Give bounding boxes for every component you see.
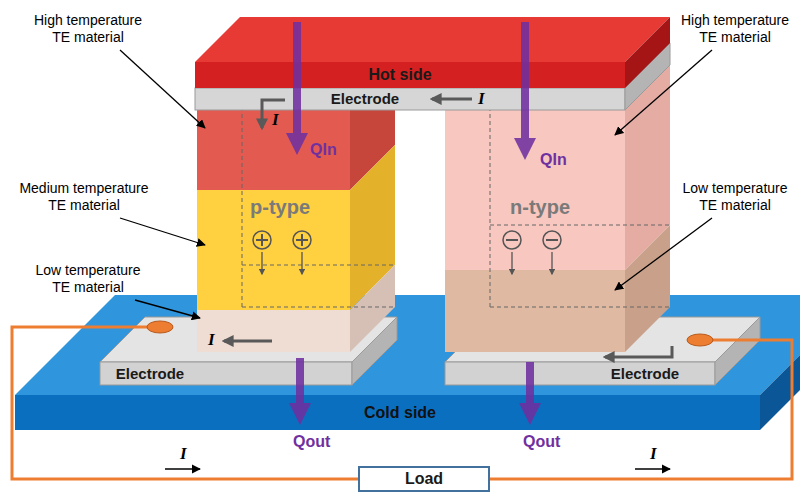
node-label: n-type [510,195,570,219]
electron-symbol [506,239,518,241]
electron-symbol [543,231,561,249]
leader-lines [120,50,712,318]
electrode-front [195,88,625,110]
current-direction-arrow [635,468,670,469]
hot-plate-front [195,62,625,88]
heat-arrow [293,22,301,135]
node-label: Electrode [611,365,679,383]
hidden-edge [242,265,395,266]
current-direction-arrow [165,468,200,469]
carrier-arrow [261,252,262,274]
heat-arrows [286,22,541,425]
load-box: Load [358,466,490,492]
heat-arrow-head [519,403,541,425]
carrier-arrow [511,252,512,274]
current-label: I [272,110,279,130]
current-arrow [432,98,472,101]
electrode-plate: Electrode [445,317,760,385]
hot-plate: Hot side [195,17,670,88]
carrier-arrow [301,252,302,274]
hole-symbol [293,231,311,249]
material-callout: High temperature TE material [676,12,794,46]
node-label: Cold side [364,403,436,422]
cold-plate-side [760,295,800,430]
heat-arrow-head [286,133,308,155]
cold-plate-front [15,395,760,430]
hole-symbol [256,234,268,246]
leader-line [120,50,205,128]
hidden-edge [242,307,395,308]
heat-label: Qout [293,432,330,451]
high-temp-segment [197,110,350,190]
wire-connector [12,327,358,479]
heat-arrow-head [514,138,536,160]
heat-arrow [526,362,534,405]
leader-line [615,50,712,135]
wire-connector [490,340,792,479]
electron-symbol [503,231,521,249]
cold-plate-top [15,295,800,395]
node-label: Electrode [116,365,184,383]
material-callout: High temperature TE material [29,12,147,46]
material-callout: Medium temperature TE material [15,180,153,214]
heat-label: QIn [310,140,337,159]
heat-arrow [296,358,304,405]
electrode-front [445,362,715,385]
current-label: I [650,444,657,464]
hidden-edge [490,225,670,226]
hidden-edge [490,307,670,308]
high-temp-segment [445,110,625,270]
node-label: Electrode [331,90,399,108]
medium-temp-segment [197,190,350,310]
heat-arrow [521,22,529,140]
low-temp-segment [197,310,350,352]
cold-plate [15,295,800,430]
cold-plate: Cold side [15,295,800,430]
node-label: p-type [250,195,310,219]
material-callout: Low temperature TE material [31,262,145,296]
hole-symbol [253,231,271,249]
current-label: I [180,444,187,464]
electron-symbol [546,239,558,241]
electrode-plate: Electrode [195,43,670,110]
current-arrow [605,346,672,357]
current-arrow [224,340,272,343]
hot-plate-side [625,17,670,88]
heat-label: QIn [540,150,567,169]
terminal-dot [147,321,173,333]
heat-label: Qout [523,432,560,451]
leader-line [615,218,712,290]
node-label: Hot side [368,65,431,84]
current-label: I [208,330,215,350]
electrode-front [100,362,352,385]
current-label: I [478,89,485,109]
low-temp-side [350,265,395,352]
low-temp-segment [445,270,625,352]
heat-arrow-head [289,403,311,425]
node-label: Load [405,469,443,488]
material-callout: Low temperature TE material [678,180,792,214]
current-arrows [224,99,672,357]
leader-line [120,218,205,245]
hot-plate [195,17,670,88]
electrode-plate: Electrode [100,317,397,385]
leader-line [135,300,200,318]
hole-symbol [296,234,308,246]
carrier-arrow [551,252,552,274]
carriers [253,231,561,274]
hot-plate-top [195,17,670,62]
terminal-dot [687,334,713,346]
p-type-leg: p-type [197,65,395,352]
low-temp-side [625,225,670,352]
n-type-leg: n-type [445,65,670,352]
electrode-side [715,317,760,385]
